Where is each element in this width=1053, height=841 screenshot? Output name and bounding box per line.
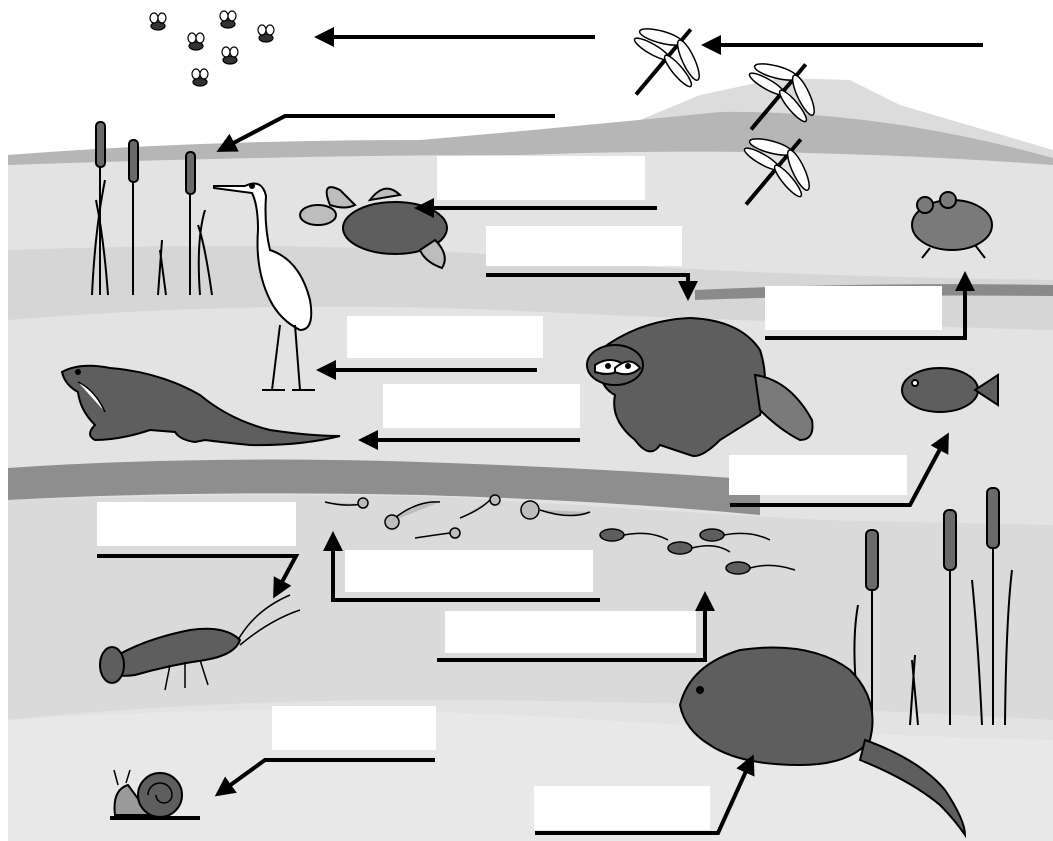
answer-box-7[interactable]	[97, 502, 296, 546]
answer-box-10[interactable]	[272, 706, 436, 750]
answer-box-1[interactable]	[437, 156, 645, 200]
answer-box-9[interactable]	[445, 611, 696, 653]
answer-box-5[interactable]	[383, 384, 580, 428]
answer-box-8[interactable]	[345, 550, 593, 592]
answer-box-2[interactable]	[486, 226, 682, 266]
answer-box-11[interactable]	[534, 786, 710, 830]
answer-box-3[interactable]	[765, 286, 942, 330]
answer-box-4[interactable]	[347, 316, 543, 358]
answer-box-6[interactable]	[729, 455, 907, 495]
